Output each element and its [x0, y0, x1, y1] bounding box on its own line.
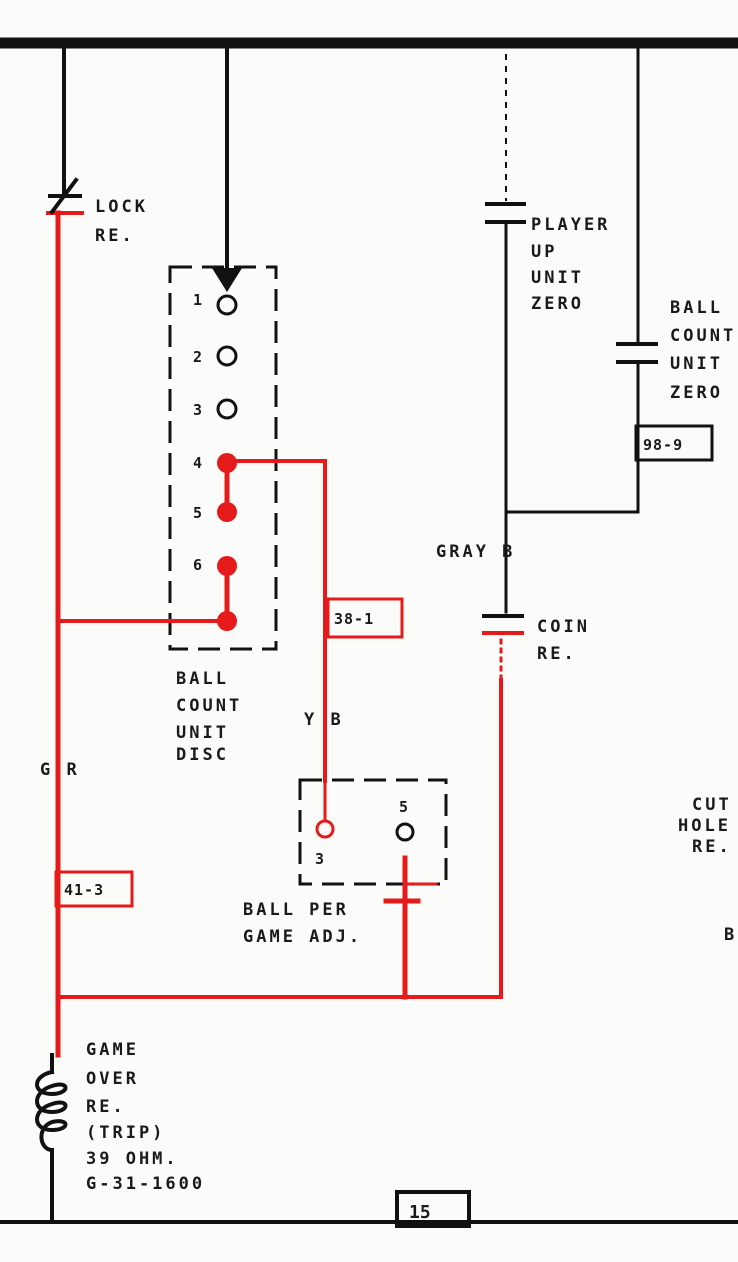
player-up-unit-label: PLAYER UP UNIT ZERO	[531, 215, 610, 314]
disc-position-6: 6	[193, 556, 202, 574]
player-up-label-line2: UP	[531, 242, 557, 262]
ball-count-zero-line2: COUNT	[670, 326, 736, 346]
game-over-line1: GAME	[86, 1040, 139, 1060]
ball-count-zero-label: BALL COUNT UNIT ZERO	[670, 298, 736, 403]
player-up-label-line1: PLAYER	[531, 215, 610, 235]
disc-position-3: 3	[193, 401, 202, 419]
wire-label-gray-b: GRAY B	[436, 542, 515, 562]
ball-count-disc-line2: COUNT	[176, 696, 242, 716]
ball-count-disc-line4: DISC	[176, 745, 229, 765]
cut-hole-line2: HOLE	[678, 816, 731, 836]
cut-hole-partial-label: B	[724, 925, 737, 945]
ball-count-zero-line3: UNIT	[670, 354, 723, 374]
player-up-label-line3: UNIT	[531, 268, 584, 288]
ball-per-game-line1: BALL PER	[243, 900, 349, 920]
tag-38-1: 38-1	[334, 610, 374, 628]
adj-contact-3	[315, 819, 335, 839]
disc-contact-4	[217, 453, 237, 473]
game-over-line5: 39 OHM.	[86, 1149, 179, 1169]
adj-position-3: 3	[315, 850, 324, 868]
ball-per-game-line2: GAME ADJ.	[243, 927, 362, 947]
cut-hole-line1: CUT	[692, 795, 732, 815]
lock-relay-label-line2: RE.	[95, 226, 135, 246]
disc-contact-2	[216, 345, 238, 367]
cut-hole-line3: RE.	[692, 837, 732, 857]
lock-relay-label: LOCK RE.	[95, 197, 148, 246]
wire-label-y-b: Y B	[304, 710, 344, 730]
game-over-relay-label: GAME OVER RE. (TRIP) 39 OHM. G-31-1600	[86, 1040, 205, 1194]
game-over-line4: (TRIP)	[86, 1123, 165, 1143]
wiper-arrow-icon	[212, 268, 242, 292]
ball-count-disc-label: BALL COUNT UNIT DISC	[176, 669, 242, 765]
disc-position-5: 5	[193, 504, 202, 522]
cut-hole-relay-label: CUT HOLE RE. B	[678, 795, 737, 945]
disc-position-numbers: 1 2 3 4 5 6	[193, 291, 202, 574]
page-number: 15	[409, 1202, 431, 1223]
ball-count-disc-outline	[168, 265, 278, 651]
ball-count-zero-line1: BALL	[670, 298, 723, 318]
ball-count-zero-line4: ZERO	[670, 383, 723, 403]
tag-41-3-box	[54, 870, 134, 908]
game-over-line6: G-31-1600	[86, 1174, 205, 1194]
tag-38-1-box	[326, 597, 404, 639]
adj-contact-5	[395, 822, 415, 842]
coin-relay-line2: RE.	[537, 644, 577, 664]
tag-98-9: 98-9	[643, 436, 683, 454]
ball-count-disc-line1: BALL	[176, 669, 229, 689]
disc-contact-5	[217, 502, 237, 522]
wire-label-g-r: G R	[40, 760, 80, 780]
tag-98-9-box	[634, 424, 714, 462]
disc-contact-1	[216, 294, 238, 316]
disc-position-2: 2	[193, 348, 202, 366]
disc-position-1: 1	[193, 291, 202, 309]
game-over-line3: RE.	[86, 1097, 126, 1117]
disc-contact-3	[216, 398, 238, 420]
coin-relay-label: COIN RE.	[537, 617, 590, 664]
ball-per-game-label: BALL PER GAME ADJ.	[243, 900, 362, 947]
disc-position-4: 4	[193, 454, 202, 472]
adj-position-5: 5	[399, 798, 408, 816]
lock-relay-label-line1: LOCK	[95, 197, 148, 217]
disc-contact-6	[217, 556, 237, 576]
player-up-label-line4: ZERO	[531, 294, 584, 314]
game-over-line2: OVER	[86, 1069, 139, 1089]
coil-icon	[35, 1069, 68, 1153]
tag-41-3: 41-3	[64, 881, 104, 899]
coin-relay-line1: COIN	[537, 617, 590, 637]
page-number-box	[395, 1190, 471, 1228]
ball-count-disc-line3: UNIT	[176, 723, 229, 743]
disc-contact-7	[217, 611, 237, 631]
ball-per-game-outline	[298, 778, 448, 886]
